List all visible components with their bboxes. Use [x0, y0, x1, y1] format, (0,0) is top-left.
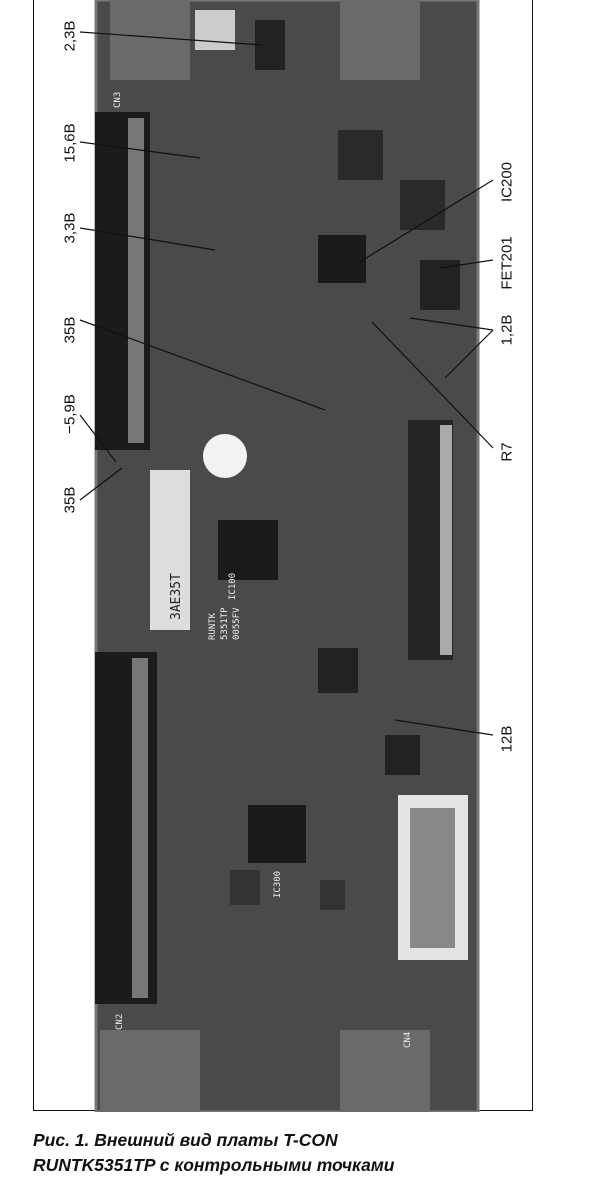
label-3-3v: 3,3В	[61, 212, 79, 244]
chip-ic100	[218, 520, 278, 580]
d100	[318, 648, 358, 693]
svg-text:3AE35T: 3AE35T	[169, 573, 184, 620]
label-sticker	[150, 470, 190, 630]
svg-text:CN3: CN3	[113, 92, 123, 108]
svg-text:IC100: IC100	[228, 573, 238, 600]
ic103	[385, 735, 420, 775]
mount-pad	[340, 1030, 430, 1112]
figure-caption: Рис. 1. Внешний вид платы T-CON RUNTK535…	[33, 1128, 395, 1178]
silkscreen-cn4: CN4	[403, 1032, 413, 1048]
inductor	[338, 130, 383, 180]
label-12v: 12В	[498, 725, 516, 753]
label-fet201: FET201	[498, 236, 516, 290]
label-r7: R7	[498, 442, 516, 462]
leader-lines	[79, 31, 494, 736]
label-ic200: IC200	[498, 161, 516, 203]
qr-code	[195, 10, 235, 50]
label-15-6v: 15,6В	[61, 123, 79, 163]
label-2-3v: 2,3В	[61, 20, 79, 52]
fiducial	[203, 434, 247, 478]
chip-ic200	[318, 235, 366, 283]
chip-ic300	[248, 805, 306, 863]
pcb-photo: 3AE35T IC100 RUNTK 5351TP 0055FV CN3 CN2…	[79, 0, 494, 1112]
caption-line-1: Рис. 1. Внешний вид платы T-CON	[33, 1130, 338, 1150]
label-1-2v: 1,2В	[498, 314, 516, 346]
label-35v-b: 35В	[61, 486, 79, 514]
label-minus-5-9v: −5,9В	[61, 394, 79, 434]
label-35v-a: 35В	[61, 316, 79, 344]
mount-pad	[100, 1030, 200, 1112]
svg-text:0055FV: 0055FV	[232, 607, 242, 640]
mount-pad	[340, 0, 420, 80]
svg-text:CN2: CN2	[115, 1014, 125, 1030]
fet201	[420, 260, 460, 310]
caption-line-2: RUNTK5351TP с контрольными точками	[33, 1155, 395, 1175]
svg-text:5351TP: 5351TP	[220, 607, 230, 640]
inductor	[400, 180, 445, 230]
silkscreen-ic300: IC300	[273, 871, 283, 898]
svg-text:RUNTK: RUNTK	[208, 612, 218, 640]
mount-pad	[110, 0, 190, 80]
